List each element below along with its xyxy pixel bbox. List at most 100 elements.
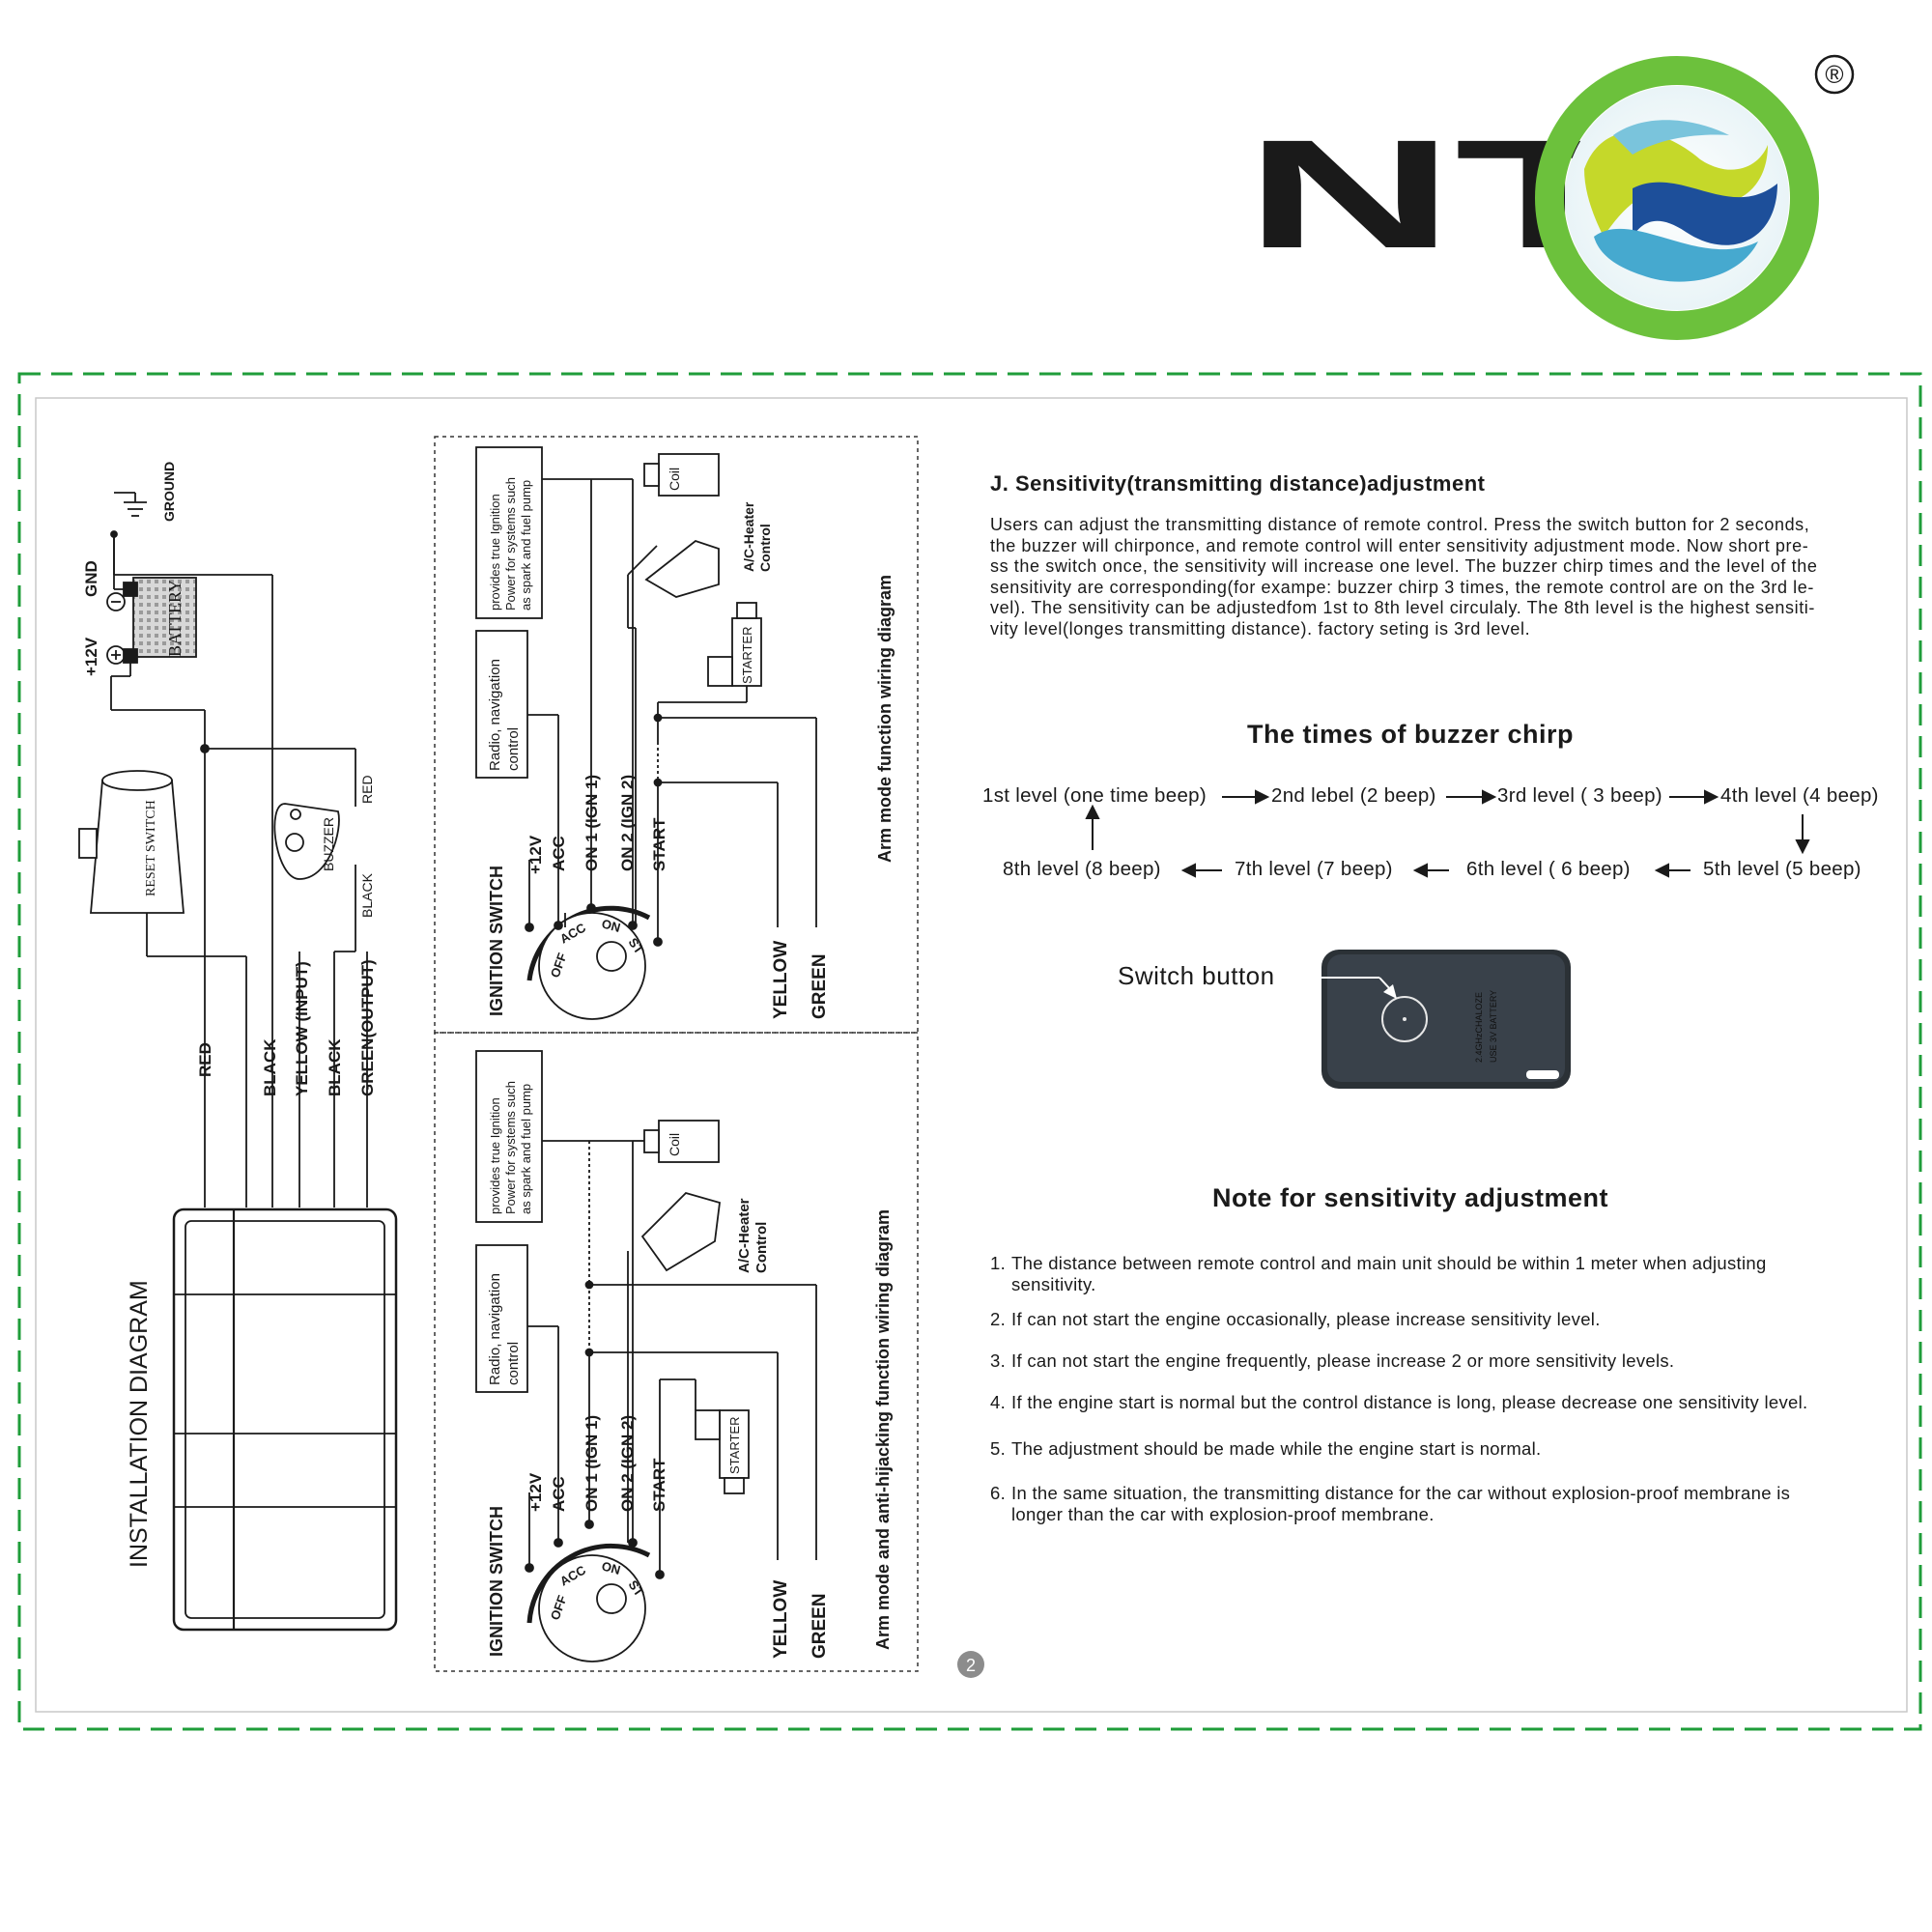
note-text: longer than the car with explosion-proof… [1011, 1504, 1435, 1524]
switch-button [1381, 996, 1428, 1042]
anti-t-on1: ON 1 (IGN 1) [582, 1415, 601, 1512]
anti-radio-1: Radio, navigation [487, 1273, 503, 1385]
remote-side-2: USE 3V BATTERY [1489, 990, 1498, 1063]
anti-provides-3: as spark and fuel pump [519, 1084, 533, 1214]
arm-provides-1: provides true Ignition [488, 494, 502, 611]
note-number: 3. [990, 1350, 1007, 1371]
anti-ignition-switch: IGNITION SWITCH [487, 1506, 506, 1657]
arm-coil: Coil [667, 468, 682, 491]
logo-wave-blue [1633, 182, 1777, 245]
arm-ignition-switch: IGNITION SWITCH [487, 866, 506, 1016]
label-wire-red: RED [196, 1042, 214, 1077]
label-ground: GROUND [161, 462, 177, 522]
arm-wire-yellow: YELLOW [771, 941, 791, 1019]
label-wire-green: GREEN(OUTPUT) [358, 959, 377, 1096]
note-number: 6. [990, 1483, 1007, 1503]
outer-dashed-frame [17, 372, 1922, 1731]
note-number: 5. [990, 1438, 1007, 1459]
note-item: 5.The adjustment should be made while th… [990, 1438, 1889, 1460]
sensitivity-line: sensitivity are corresponding(for exampe… [990, 577, 1814, 597]
sensitivity-line: ss the switch once, the sensitivity will… [990, 556, 1818, 576]
arm-radio-2: control [505, 727, 522, 771]
note-text: The adjustment should be made while the … [1011, 1438, 1542, 1459]
anti-provides-1: provides true Ignition [488, 1097, 502, 1214]
label-battery: BATTERY [165, 580, 185, 657]
anti-dial-on: ON [600, 1558, 622, 1577]
sensitivity-line: vel). The sensitivity can be adjustedfom… [990, 598, 1815, 617]
sensitivity-line: the buzzer will chirponce, and remote co… [990, 535, 1809, 555]
anti-diagram-box [434, 1032, 919, 1672]
anti-provides-2: Power for systems such [503, 1081, 518, 1214]
chirp-level-6: 6th level ( 6 beep) [1466, 858, 1631, 880]
anti-coil: Coil [667, 1133, 682, 1156]
chirp-level-8: 8th level (8 beep) [1003, 858, 1161, 880]
label-wire-yellow: YELLOW (INPUT) [293, 961, 311, 1096]
remote-control: 2.4GHzCHALOZE USE 3V BATTERY [1321, 950, 1571, 1089]
chirp-level-4: 4th level (4 beep) [1720, 784, 1879, 807]
note-text: In the same situation, the transmitting … [1011, 1483, 1791, 1503]
label-buzzer-black: BLACK [359, 872, 375, 918]
anti-t-12v: +12V [526, 1472, 545, 1512]
note-text: If can not start the engine occasionally… [1011, 1309, 1601, 1329]
anti-wire-green: GREEN [810, 1593, 830, 1659]
label-buzzer-red: RED [359, 775, 375, 804]
sensitivity-body: Users can adjust the transmitting distan… [990, 515, 1889, 639]
notes-title: Note for sensitivity adjustment [1211, 1183, 1609, 1212]
anti-diagram-title: Arm mode and anti-hijacking function wir… [873, 1209, 893, 1650]
logo-ring [1535, 56, 1819, 340]
note-text: If can not start the engine frequently, … [1011, 1350, 1675, 1371]
label-buzzer: BUZZER [321, 817, 336, 871]
arm-ac-1: A/C-Heater [741, 501, 756, 572]
sensitivity-line: Users can adjust the transmitting distan… [990, 515, 1810, 534]
anti-t-acc: ACC [550, 1476, 568, 1512]
arm-t-start: START [650, 817, 668, 871]
anti-wire-yellow: YELLOW [771, 1580, 791, 1659]
inner-frame [35, 397, 1908, 1713]
arm-starter: STARTER [740, 627, 754, 684]
note-text: sensitivity. [1011, 1274, 1096, 1294]
arm-t-acc: ACC [550, 836, 568, 871]
arm-t-on2: ON 2 (IGN 2) [618, 775, 637, 871]
sensitivity-section: J. Sensitivity(transmitting distance)adj… [990, 471, 1889, 639]
installation-title: INSTALLATION DIAGRAM [126, 1280, 153, 1568]
remote-side-1: 2.4GHzCHALOZE [1474, 992, 1484, 1063]
note-item: 1.The distance between remote control an… [990, 1253, 1889, 1295]
reset-switch [90, 780, 185, 914]
arm-diagram-title: Arm mode function wiring diagram [875, 575, 895, 863]
anti-starter: STARTER [727, 1417, 742, 1474]
sensitivity-line: vity level(longes transmitting distance)… [990, 618, 1531, 639]
anti-radio-2: control [505, 1342, 522, 1385]
buzzer [273, 803, 340, 880]
anti-ac-2: Control [753, 1222, 770, 1273]
anti-ac-1: A/C-Heater [736, 1198, 753, 1273]
chirp-title: The times of buzzer chirp [1246, 720, 1575, 749]
note-item: 4.If the engine start is normal but the … [990, 1392, 1889, 1413]
note-number: 1. [990, 1253, 1007, 1273]
registered-mark: ® [1825, 60, 1843, 89]
anti-t-on2: ON 2 (IGN 2) [618, 1415, 637, 1512]
arm-diagram-lines [475, 446, 817, 1020]
anti-diagram-lines [475, 1050, 817, 1662]
chirp-level-7: 7th level (7 beep) [1235, 858, 1393, 880]
arm-t-on1: ON 1 (IGN 1) [582, 775, 601, 871]
arm-wire-green: GREEN [810, 953, 830, 1019]
chirp-level-5: 5th level (5 beep) [1703, 858, 1861, 880]
sensitivity-title: J. Sensitivity(transmitting distance)adj… [990, 471, 1486, 496]
note-item: 3.If can not start the engine frequently… [990, 1350, 1889, 1372]
arm-radio-1: Radio, navigation [487, 659, 503, 771]
label-plus12v: +12V [82, 637, 100, 676]
arm-provides-2: Power for systems such [503, 477, 518, 611]
page-number-badge [957, 1651, 984, 1678]
note-number: 2. [990, 1309, 1007, 1329]
arm-t-12v: +12V [526, 835, 545, 874]
note-item: 6.In the same situation, the transmittin… [990, 1483, 1889, 1525]
chirp-level-1: 1st level (one time beep) [982, 784, 1207, 807]
label-gnd: GND [82, 560, 100, 597]
installation-diagram [78, 492, 398, 1632]
arm-provides-3: as spark and fuel pump [519, 480, 533, 611]
note-text: If the engine start is normal but the co… [1011, 1392, 1808, 1412]
brand-logo: NT ® [1244, 54, 1855, 340]
switch-button-label: Switch button [1118, 961, 1275, 990]
battery [132, 577, 197, 658]
